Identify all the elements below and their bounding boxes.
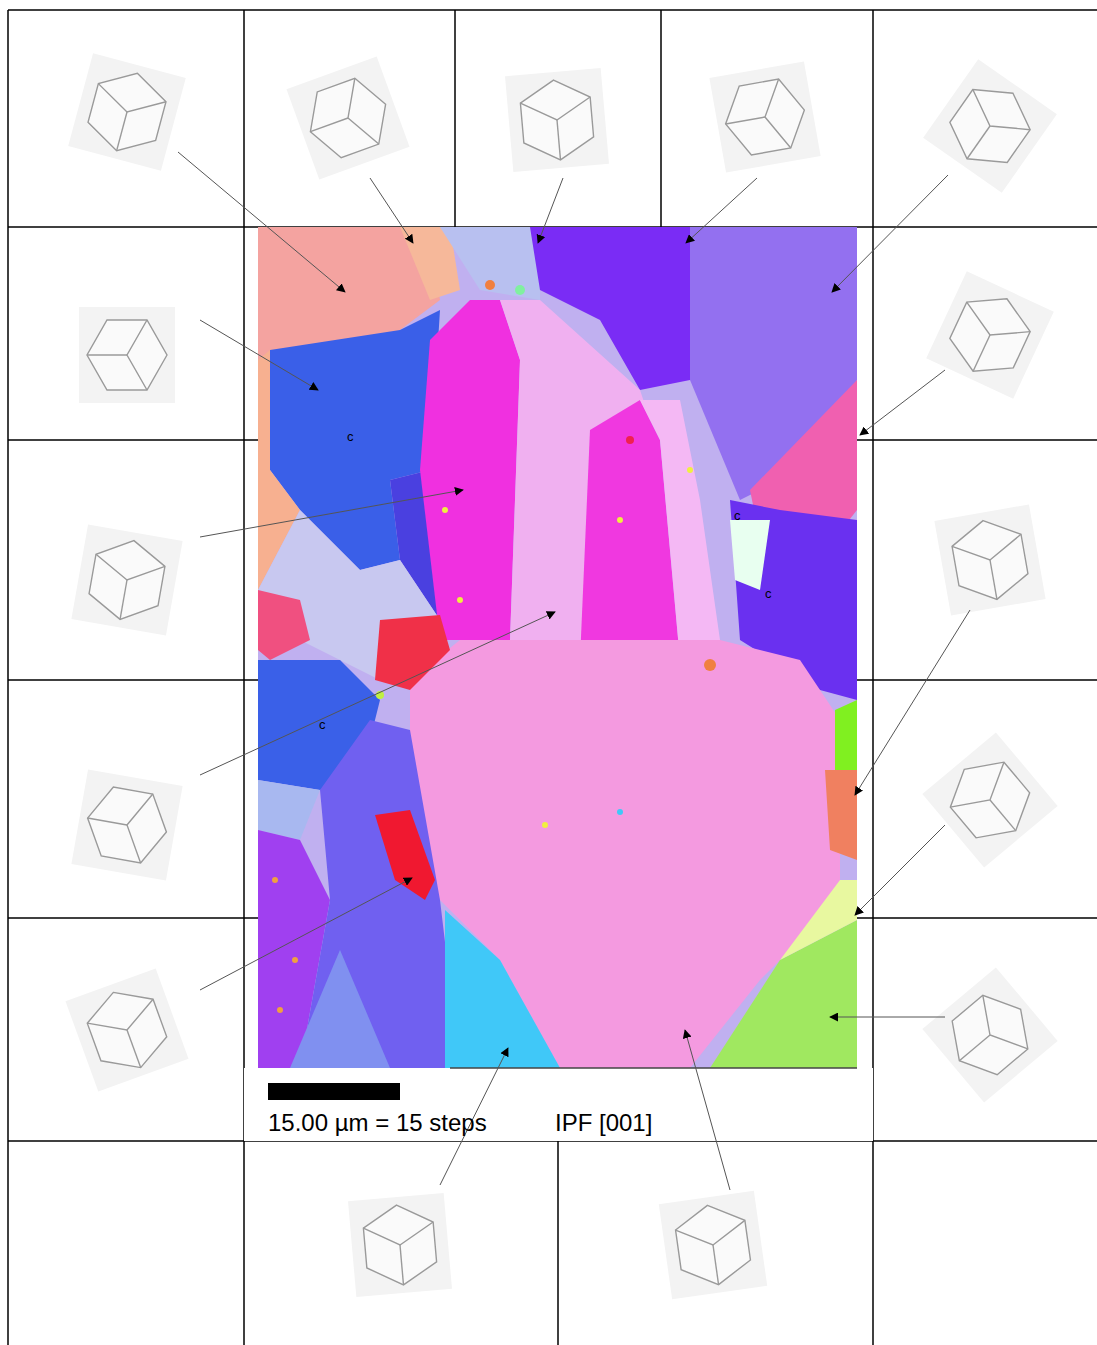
- crystal-icons: [65, 53, 1057, 1299]
- grid: [8, 10, 1097, 1345]
- grain-mark: c: [319, 718, 326, 731]
- ipf-map: [258, 227, 857, 1068]
- grain-mark: c: [765, 587, 772, 600]
- grain-mark: c: [347, 430, 354, 443]
- projection-text: IPF [001]: [555, 1111, 652, 1135]
- scale-bar: [268, 1083, 400, 1100]
- scale-text: 15.00 µm = 15 steps: [268, 1111, 487, 1135]
- leader-lines: [178, 152, 970, 1190]
- grain-mark: c: [734, 509, 741, 522]
